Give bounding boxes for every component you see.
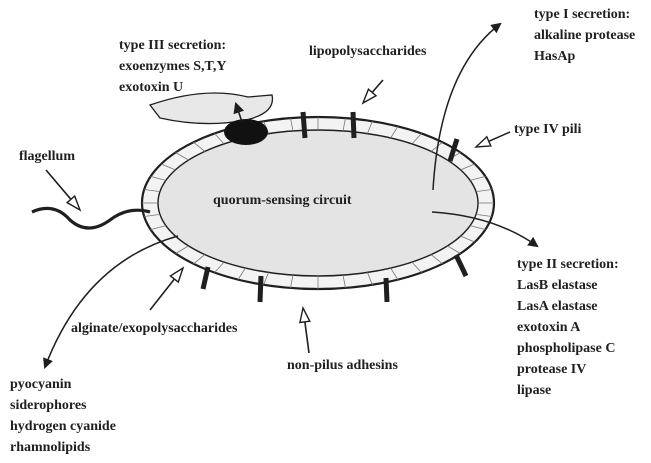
type2-item: phospholipase C [517,341,615,356]
type2-item: lipase [517,383,551,398]
adhesins-label: non-pilus adhesins [287,358,398,373]
type1-item: HasAp [534,49,575,64]
lps-label: lipopolysaccharides [309,44,427,59]
secreted-products-arrow [45,236,178,367]
type1-title: type I secretion: [534,7,630,22]
type2-item: LasA elastase [517,299,598,314]
quorum-sensing-label: quorum-sensing circuit [213,193,352,208]
type2-item: LasB elastase [517,278,598,293]
type3-item: exotoxin U [119,80,183,95]
secreted-item: siderophores [10,398,87,413]
injected-vesicle [150,93,272,124]
type3-title: type III secretion: [119,38,226,53]
lps-arrow-shaft [372,80,383,92]
type3-item: exoenzymes S,T,Y [119,59,226,74]
pilus-bar [353,112,354,138]
type4-arrow-head [476,137,491,147]
adhesins-arrow-shaft [305,322,309,353]
black-oval-icon [224,119,268,145]
pilus-bar [303,112,305,138]
flagellum-arrow-shaft [46,170,71,199]
type2-item: protease IV [517,362,586,377]
pilus-bar [456,255,466,276]
secreted-item: rhamnolipids [10,440,91,455]
type4-arrow-shaft [489,132,510,141]
type4-label: type IV pili [514,122,582,137]
flagellum-wavy-line-icon [32,208,150,228]
flagellum-label: flagellum [19,149,75,164]
alginate-arrow-head [170,268,183,282]
type2-title: type II secretion: [517,257,619,272]
adhesins-arrow-head [300,308,310,323]
type2-item: exotoxin A [517,320,581,335]
alginate-label: alginate/exopolysaccharides [71,321,238,336]
secreted-item: pyocyanin [10,377,72,392]
alginate-arrow-shaft [150,279,174,310]
pilus-bar [203,267,208,289]
pilus-bar [260,276,261,302]
type1-item: alkaline protease [534,28,635,43]
pilus-bar [386,278,387,302]
secreted-item: hydrogen cyanide [10,419,116,434]
